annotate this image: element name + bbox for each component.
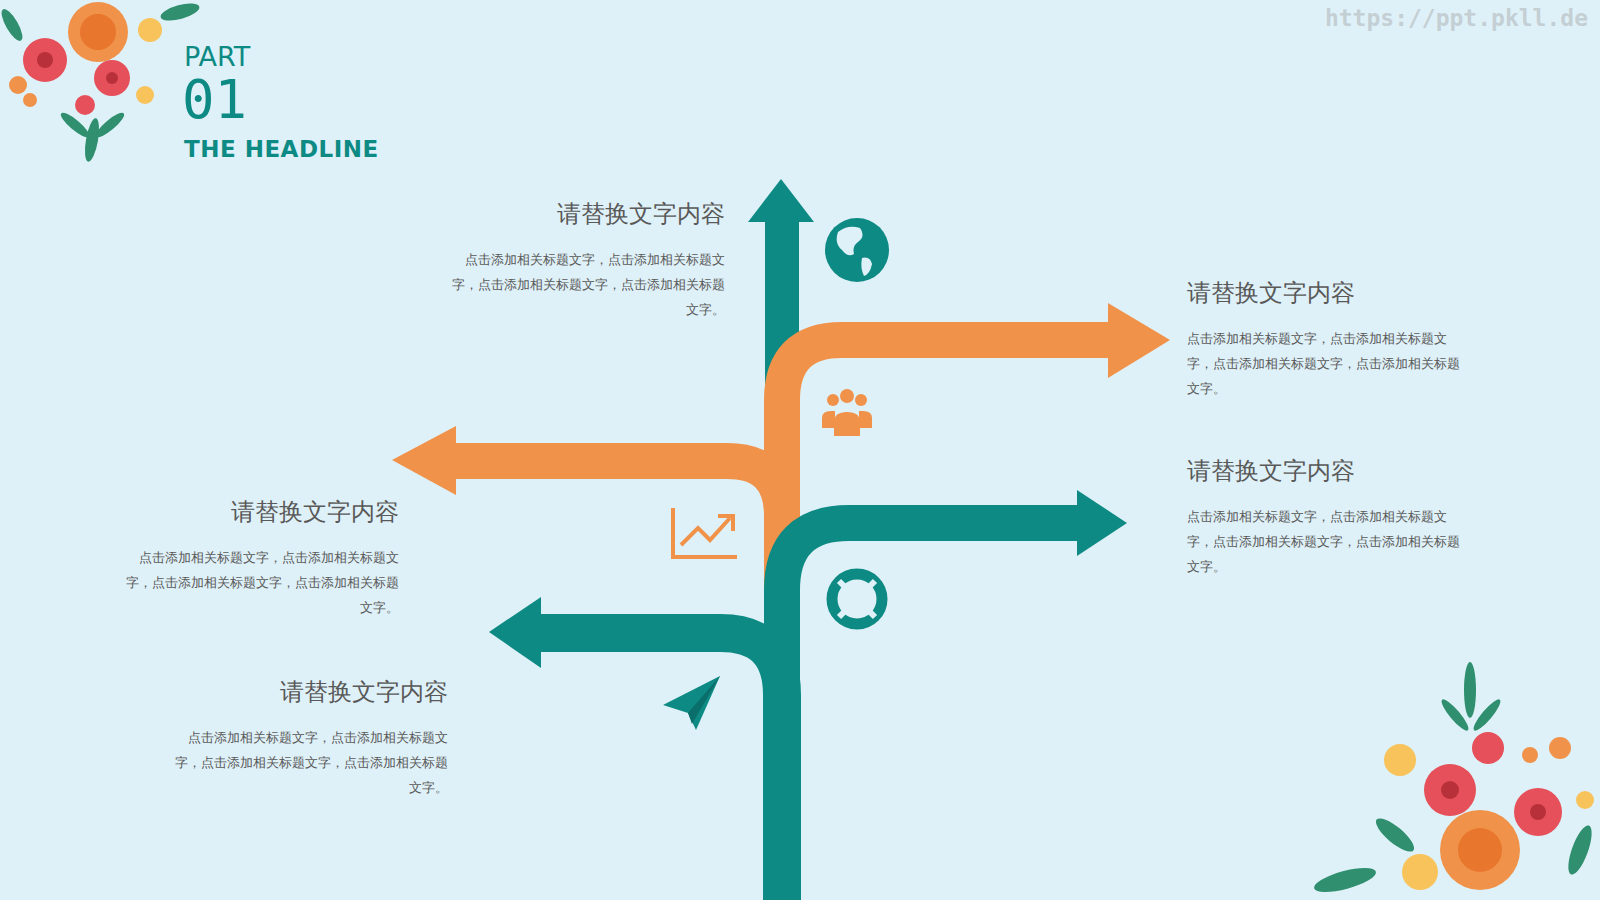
arrow-head [748, 179, 814, 222]
arrow-head [489, 597, 541, 668]
block-heading: 请替换文字内容 [443, 198, 725, 230]
flowers-top-left [0, 0, 201, 163]
block-body: 点击添加相关标题文字，点击添加相关标题文字，点击添加相关标题文字，点击添加相关标… [166, 725, 448, 800]
text-block: 请替换文字内容点击添加相关标题文字，点击添加相关标题文字，点击添加相关标题文字，… [443, 198, 725, 322]
block-body: 点击添加相关标题文字，点击添加相关标题文字，点击添加相关标题文字，点击添加相关标… [443, 247, 725, 322]
orange-right-arrow [782, 340, 1112, 580]
teal-left-arrow [538, 633, 782, 900]
chart-icon [673, 508, 737, 557]
block-heading: 请替换文字内容 [1187, 277, 1469, 309]
orange-left-arrow [452, 461, 782, 590]
part-label: PART [184, 42, 250, 72]
arrow-head [1108, 303, 1170, 378]
arrow-head [1077, 490, 1127, 556]
flowers-bottom-right [1312, 662, 1597, 897]
people-icon [822, 389, 872, 436]
arrow-head [392, 426, 456, 495]
text-block: 请替换文字内容点击添加相关标题文字，点击添加相关标题文字，点击添加相关标题文字，… [1187, 277, 1469, 401]
text-block: 请替换文字内容点击添加相关标题文字，点击添加相关标题文字，点击添加相关标题文字，… [166, 676, 448, 800]
block-heading: 请替换文字内容 [1187, 455, 1469, 487]
lifebuoy-icon [832, 574, 882, 624]
block-heading: 请替换文字内容 [166, 676, 448, 708]
block-body: 点击添加相关标题文字，点击添加相关标题文字，点击添加相关标题文字，点击添加相关标… [1187, 504, 1469, 579]
teal-right-arrow [782, 523, 1080, 700]
part-number: 01 [182, 70, 247, 129]
paper-plane-icon [663, 676, 720, 730]
block-heading: 请替换文字内容 [117, 496, 399, 528]
headline-title: THE HEADLINE [184, 136, 379, 162]
block-body: 点击添加相关标题文字，点击添加相关标题文字，点击添加相关标题文字，点击添加相关标… [1187, 326, 1469, 401]
text-block: 请替换文字内容点击添加相关标题文字，点击添加相关标题文字，点击添加相关标题文字，… [1187, 455, 1469, 579]
block-body: 点击添加相关标题文字，点击添加相关标题文字，点击添加相关标题文字，点击添加相关标… [117, 545, 399, 620]
text-block: 请替换文字内容点击添加相关标题文字，点击添加相关标题文字，点击添加相关标题文字，… [117, 496, 399, 620]
watermark: https://ppt.pkll.de [1325, 6, 1588, 31]
signpost-arrows [392, 179, 1170, 900]
globe-icon [825, 218, 889, 282]
